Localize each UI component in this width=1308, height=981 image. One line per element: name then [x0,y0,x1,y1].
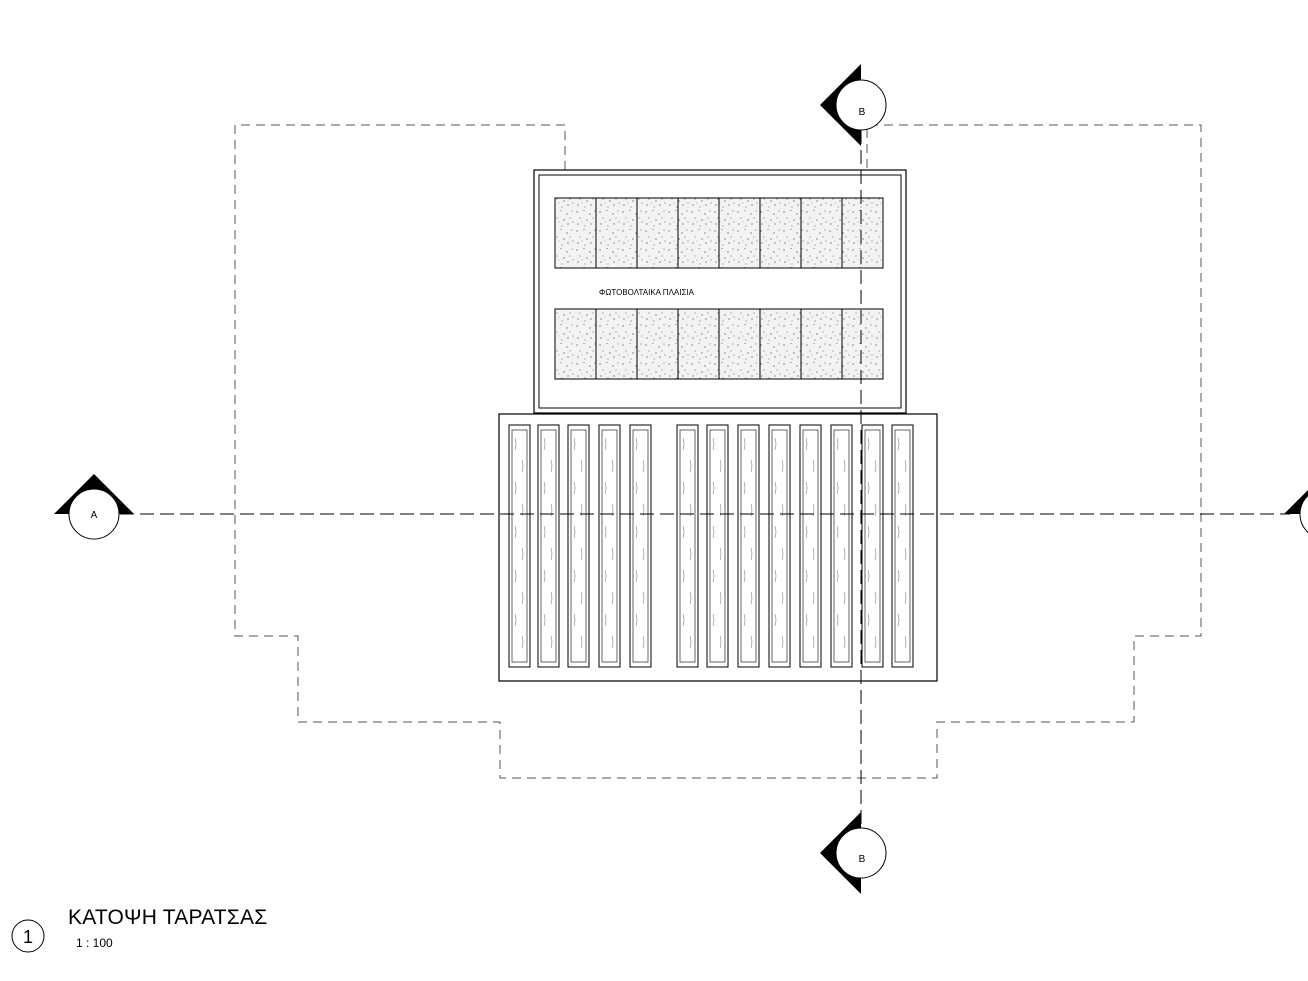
pv-frame [533,169,907,414]
drawing-title: ΚΑΤΟΨΗ ΤΑΡΑΤΣΑΣ [68,906,268,929]
pergola-louvers [508,424,914,668]
louver-blade [676,424,699,668]
section-marker-a-left: A [54,474,134,540]
pv-panel [718,308,761,380]
pv-panel [636,308,679,380]
louver-blade [567,424,590,668]
louver-blade [768,424,791,668]
section-marker-a-right [1284,490,1308,533]
pv-panel [677,308,720,380]
pv-panel [595,197,638,269]
louver-blade [799,424,822,668]
pv-panel [554,308,597,380]
pv-panel-row-top [554,197,884,269]
pv-panel [800,308,843,380]
section-marker-b-top-label: B [859,107,866,118]
pv-panel [759,308,802,380]
louver-blade [629,424,652,668]
view-number-label: 1 [23,927,33,947]
louver-blade [598,424,621,668]
pv-panel-row-bottom [554,308,884,380]
section-marker-b-bottom-label: B [859,854,866,865]
section-marker-b-top: B [820,64,887,146]
pv-panel [554,197,597,269]
louver-blade [891,424,914,668]
pv-panel [636,197,679,269]
pv-panel [718,197,761,269]
section-marker-a-label: A [91,510,98,521]
pv-panel [841,197,884,269]
louver-blade [706,424,729,668]
pv-panel [677,197,720,269]
pv-panel [759,197,802,269]
building-outline-dashed [234,124,1202,779]
view-number-bubble: 1 [11,919,45,953]
pv-panel [841,308,884,380]
section-marker-b-bottom: B [820,812,887,894]
louver-blade [861,424,884,668]
louver-blade [508,424,531,668]
pv-panels-note: ΦΩΤΟΒΟΛΤΑΙΚΑ ΠΛΑΙΣΙΑ [599,288,695,297]
louver-blade [537,424,560,668]
drawing-scale: 1 : 100 [76,936,113,950]
louver-blade [830,424,853,668]
pergola-frame [498,413,938,682]
pv-panel [800,197,843,269]
louver-blade [737,424,760,668]
pv-panel [595,308,638,380]
